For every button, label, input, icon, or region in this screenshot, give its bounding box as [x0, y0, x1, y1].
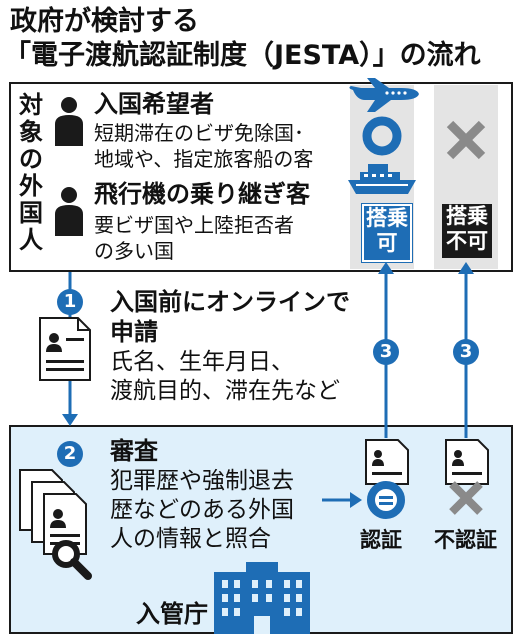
reject-x-icon [449, 481, 483, 515]
target-label-char: 外 [19, 172, 43, 200]
group-heading-transit: 飛行機の乗り継ぎ客 [94, 180, 310, 208]
step-number-3-approved: 3 [373, 339, 399, 365]
target-label-char: 人 [19, 226, 43, 254]
approve-circle-icon [367, 481, 405, 519]
group-line: 地域や、指定旅客船の客 [94, 147, 314, 171]
boarding-ok-line: 可 [376, 231, 398, 255]
target-label: 対象の外国人 [16, 92, 46, 254]
boarding-ng-badge: 搭乗 不可 [442, 204, 492, 258]
approved-document-icon [365, 439, 409, 485]
person-icon [55, 187, 83, 236]
target-label-char: 対 [19, 91, 43, 119]
group-heading-entry: 入国希望者 [94, 90, 214, 118]
airplane-icon [349, 78, 419, 112]
step1-heading-line: 入国前にオンラインで [110, 288, 350, 316]
boarding-ng-line: 不可 [446, 229, 488, 253]
building-icon [214, 562, 310, 634]
agency-label: 入管庁 [136, 600, 208, 628]
target-label-char: 国 [19, 199, 43, 227]
rejected-label: 不認証 [434, 528, 497, 552]
target-label-char: 象 [19, 118, 43, 146]
step1-detail-line: 氏名、生年月日、 [110, 349, 294, 375]
boarding-ok-badge: 搭乗 可 [361, 203, 413, 263]
magnifier-icon [52, 540, 92, 580]
document-icon [39, 317, 91, 381]
step2-heading: 審査 [110, 437, 158, 465]
step2-detail-line: 人の情報と照合 [110, 526, 271, 552]
group-line: の多い国 [94, 239, 174, 263]
step1-detail-line: 渡航目的、滞在先など [110, 378, 340, 404]
approve-circle-icon [362, 116, 402, 156]
approved-label: 認証 [360, 528, 402, 552]
step-number-3-rejected: 3 [453, 339, 479, 365]
step1-heading-line: 申請 [110, 318, 158, 346]
title-line-1: 政府が検討する [10, 6, 199, 37]
step2-detail-line: 犯罪歴や強制退去 [110, 468, 294, 494]
target-label-char: の [19, 145, 43, 173]
boarding-ok-line: 搭乗 [366, 206, 408, 230]
target-label-text: 対象の外国人 [16, 92, 46, 254]
step-number-1: 1 [57, 289, 83, 315]
step-number-2: 2 [57, 441, 83, 467]
ship-icon [348, 164, 416, 194]
group-line: 短期滞在のビザ免除国･ [94, 121, 304, 145]
target-foreigners-box [9, 82, 513, 272]
step2-detail-line: 歴などのある外国 [110, 497, 294, 523]
reject-x-icon [446, 120, 486, 160]
title-line-2: 「電子渡航認証制度（JESTA）」の流れ [4, 40, 481, 71]
group-line: 要ビザ国や上陸拒否者 [94, 213, 294, 237]
person-icon [55, 97, 83, 146]
documents-stack-icon [19, 469, 87, 555]
boarding-ng-line: 搭乗 [446, 204, 488, 228]
rejected-document-icon [445, 439, 489, 485]
